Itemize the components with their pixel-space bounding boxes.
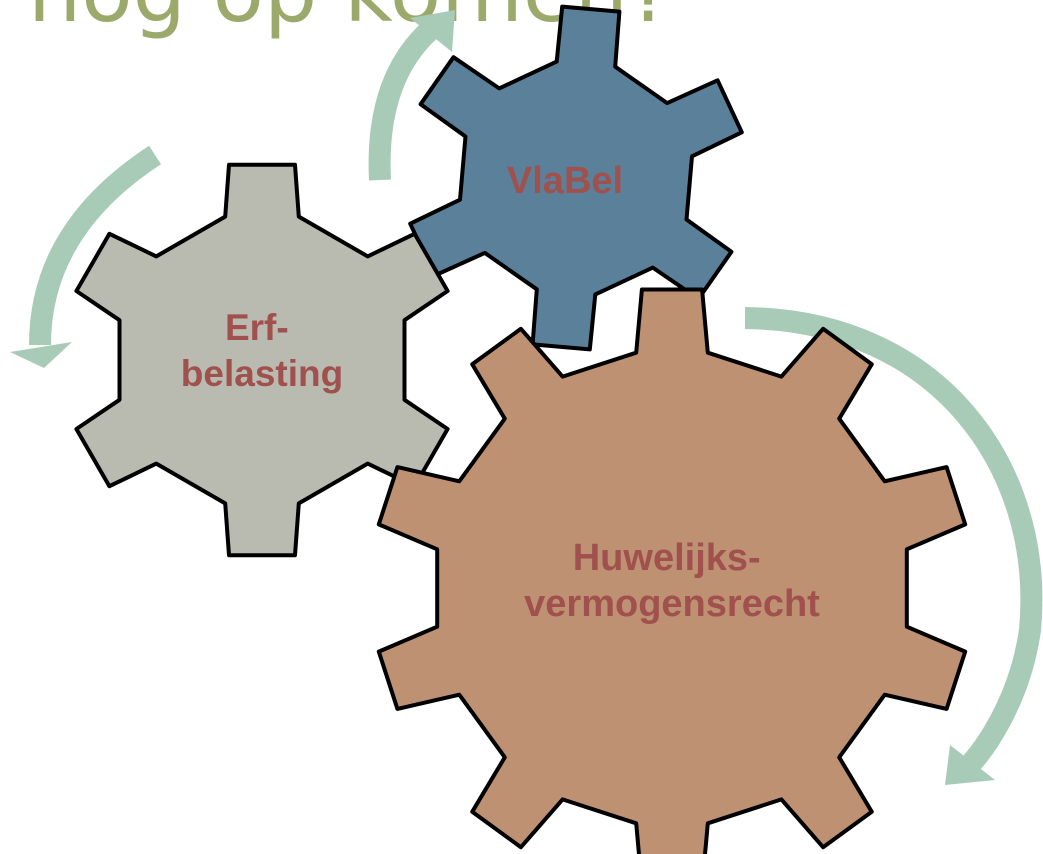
huwelijk-line2: vermogensrecht bbox=[524, 583, 820, 625]
arrow-top-head bbox=[410, 10, 455, 52]
arrow-right-head bbox=[945, 745, 995, 785]
gear-vlabel bbox=[408, 4, 744, 352]
gear-label-huwelijk: Huwelijks- vermogensrecht bbox=[524, 537, 820, 625]
gear-huwelijk bbox=[376, 287, 968, 854]
gear-label-vlabel: VlaBel bbox=[507, 160, 623, 202]
gear-erfbelasting bbox=[74, 162, 450, 558]
gear-label-erfbelasting: Erf- belasting bbox=[181, 307, 343, 394]
erfbelasting-line1: Erf- bbox=[225, 307, 289, 348]
arrow-top-curved bbox=[368, 21, 438, 181]
arrow-left-curved bbox=[29, 145, 162, 346]
erfbelasting-line2: belasting bbox=[181, 353, 343, 394]
arrow-right-curved bbox=[744, 307, 1043, 778]
huwelijk-line1: Huwelijks- bbox=[573, 537, 761, 579]
arrow-left-head bbox=[10, 342, 72, 368]
